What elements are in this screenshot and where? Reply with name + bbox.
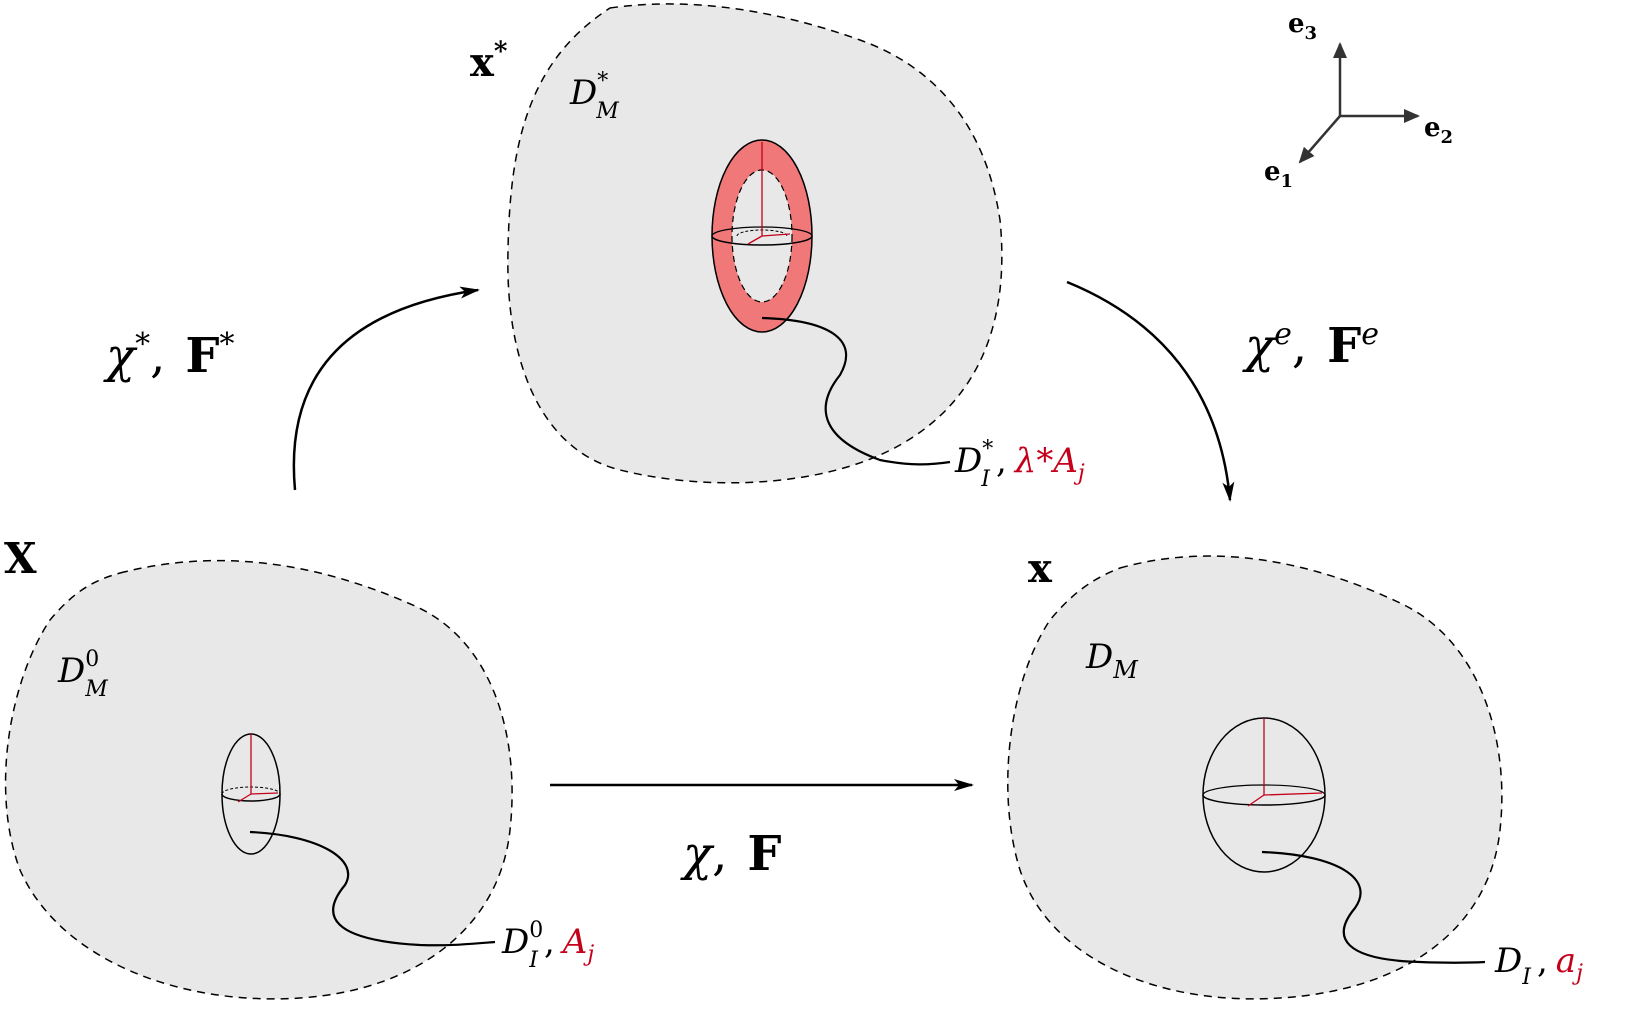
axis-e3-label: e3: [1288, 9, 1317, 44]
current-leader-line: [1261, 850, 1486, 964]
intermediate-point-label: x*: [470, 37, 508, 86]
current-inclusion-label: DI,aj: [1494, 941, 1583, 990]
arrow-icon: [1066, 280, 1235, 502]
reference-point-label: X: [4, 534, 37, 583]
axis-e1-label: e1: [1264, 157, 1293, 192]
elastic-map-label: χe,Fe: [1242, 317, 1379, 374]
star-map-label: χ*,F*: [103, 327, 234, 384]
ellipsoid-icon: [221, 733, 281, 855]
intermediate-inclusion-label: D*I,λ*Aj: [954, 437, 1085, 492]
reference-leader-line: [249, 830, 496, 947]
arrow-icon: [292, 286, 480, 491]
ellipsoid-icon: [711, 139, 813, 333]
current-point-label: x: [1028, 545, 1053, 592]
axis-e2-label: e2: [1424, 113, 1453, 148]
triad-icon: [1298, 42, 1420, 164]
ellipsoid-icon: [1202, 717, 1326, 873]
intermediate-domain-label: D*M: [569, 69, 619, 124]
total-map-label: χ,F: [680, 826, 781, 882]
current-configuration: x DM DI,aj: [1007, 545, 1583, 1000]
current-domain-label: DM: [1085, 637, 1139, 684]
intermediate-configuration: x* D*M D*I,λ*Aj: [470, 3, 1085, 492]
intermediate-leader-line: [761, 316, 951, 466]
